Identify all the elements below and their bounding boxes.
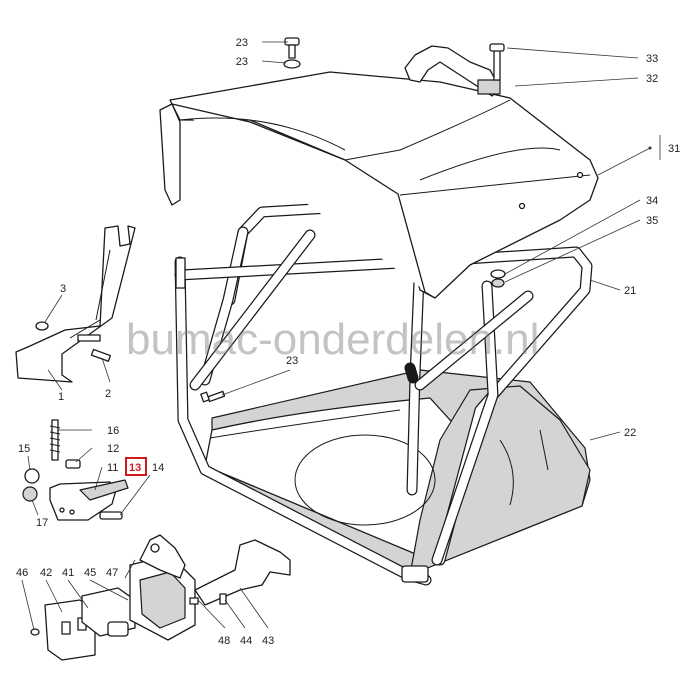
watermark-text: bumac-onderdelen.nl [126,315,539,364]
leader-lines [21,41,661,631]
callout-3: 3 [60,283,66,295]
top-bolt [283,37,301,69]
callout-31: 31 [668,143,680,155]
callout-44: 44 [240,635,252,647]
callout-41: 41 [62,567,74,579]
callout-23: 23 [286,355,298,367]
callout-17: 17 [36,517,48,529]
washers-34-35 [490,269,506,288]
callout-23: 23 [236,56,248,68]
catcher-lid [159,71,599,299]
callout-13: 13 [129,462,141,474]
latch-assembly [30,534,291,661]
callout-32: 32 [646,73,658,85]
callout-46: 46 [16,567,28,579]
handle [404,43,505,97]
callout-35: 35 [646,215,658,227]
middle-screw [200,390,226,403]
callout-1: 1 [58,391,64,403]
callout-22: 22 [624,427,636,439]
callout-labels: 23 23 33 32 31 34 35 21 22 23 3 1 2 16 1… [16,37,680,647]
highlight-box [125,457,147,476]
hinge-assembly [22,419,129,521]
callout-42: 42 [40,567,52,579]
callout-43: 43 [262,635,274,647]
callout-12: 12 [107,443,119,455]
callout-15: 15 [18,443,30,455]
callout-21: 21 [624,285,636,297]
callout-45: 45 [84,567,96,579]
callout-14: 14 [152,462,164,474]
callout-11: 11 [107,462,118,474]
callout-23: 23 [236,37,248,49]
callout-48: 48 [218,635,230,647]
callout-2: 2 [105,388,111,400]
callout-47: 47 [106,567,118,579]
callout-16: 16 [107,425,119,437]
callout-34: 34 [646,195,658,207]
side-bracket [15,225,136,383]
callout-33: 33 [646,53,658,65]
grass-bag [204,369,591,576]
